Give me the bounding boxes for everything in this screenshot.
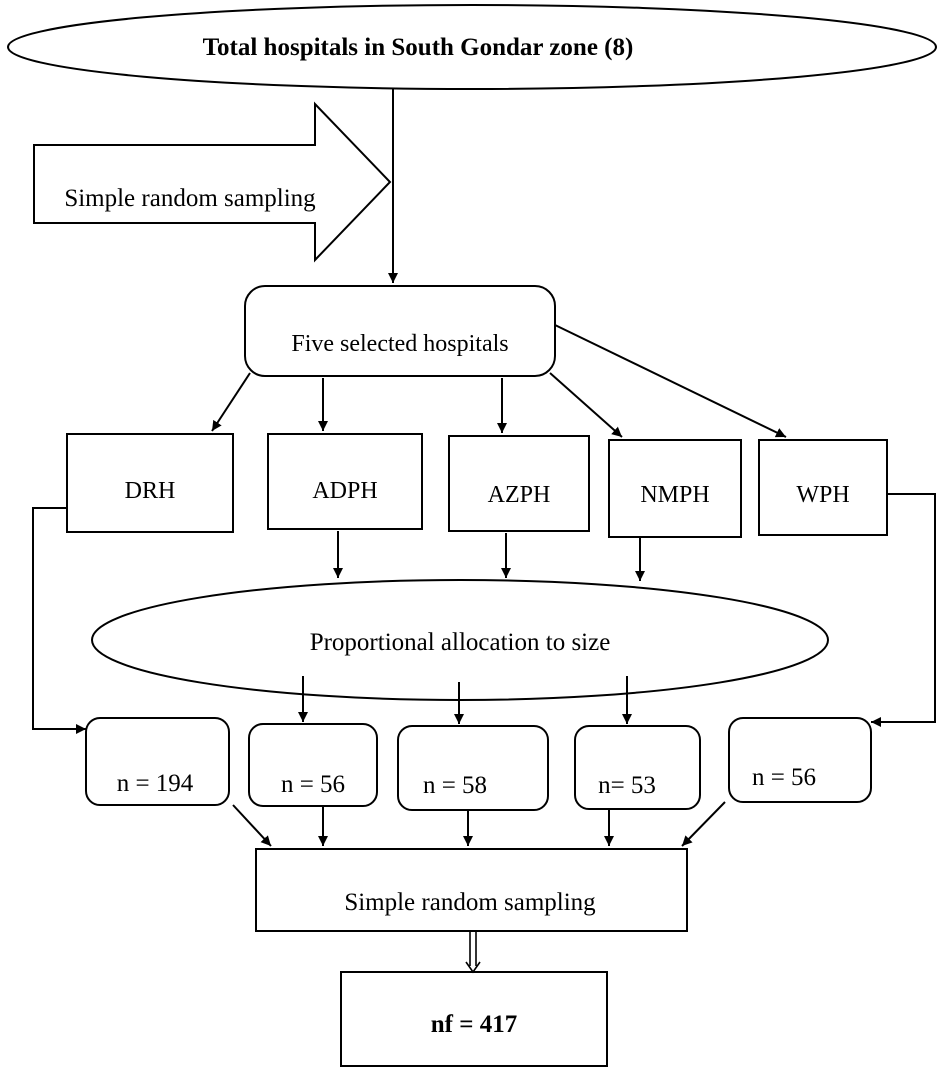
connector-selected-to-nmph	[549, 372, 623, 438]
sample-label-adph: n = 56	[281, 771, 345, 798]
hospital-label-adph: ADPH	[312, 478, 377, 504]
connector-wph56-to-final	[681, 801, 726, 847]
connector-drh-to-n194	[32, 507, 86, 734]
final-result-node	[340, 971, 608, 1067]
final-result-label: nf = 417	[431, 1011, 517, 1038]
simple-random-sampling-arrow-shape	[33, 101, 392, 263]
total-hospitals-node	[7, 4, 937, 90]
connector-n194-to-final	[232, 804, 272, 847]
allocation-label: Proportional allocation to size	[310, 629, 611, 656]
arrow-sampling-label: Simple random sampling	[64, 185, 316, 212]
sample-box-drh	[85, 717, 230, 806]
hospital-box-drh	[66, 433, 234, 533]
connector-wph-to-n56-right	[871, 493, 936, 727]
hospital-box-adph	[267, 433, 423, 530]
sample-label-wph: n = 56	[752, 764, 816, 791]
hospital-label-drh: DRH	[125, 478, 176, 504]
sample-box-nmph	[574, 725, 701, 810]
hospital-box-azph	[448, 435, 590, 532]
hospital-label-azph: AZPH	[488, 482, 551, 508]
sample-box-wph	[728, 717, 872, 803]
connector-selected-to-drh	[211, 372, 251, 432]
final-sampling-node	[255, 848, 688, 932]
total-hospitals-label: Total hospitals in South Gondar zone (8)	[203, 34, 634, 61]
final-sampling-label: Simple random sampling	[344, 889, 596, 916]
hospital-label-nmph: NMPH	[640, 482, 709, 508]
selected-hospitals-label: Five selected hospitals	[291, 331, 508, 357]
connector-selected-to-wph	[554, 324, 787, 438]
selected-hospitals-node	[244, 285, 556, 377]
sample-label-nmph: n= 53	[598, 772, 656, 799]
sample-label-azph: n = 58	[423, 772, 487, 799]
sample-box-azph	[397, 725, 549, 811]
hospital-box-nmph	[608, 439, 742, 538]
sample-label-drh: n = 194	[117, 770, 194, 797]
sample-box-adph	[248, 723, 378, 807]
double-connector-head	[465, 961, 481, 974]
hospital-label-wph: WPH	[796, 482, 849, 508]
hospital-box-wph	[758, 439, 888, 536]
